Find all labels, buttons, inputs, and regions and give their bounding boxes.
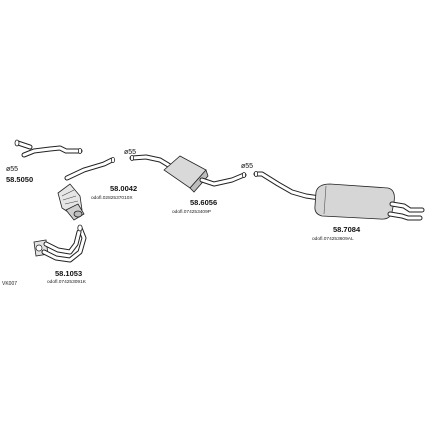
part-58-7084-diameter: ø55 — [241, 163, 253, 170]
part-58-0042-number: 58.0042 — [110, 184, 137, 193]
part-58-1053-oe-number: odofl.074253091K — [47, 279, 87, 285]
part-58-0042-oe-number: odofl.0282537010X — [91, 195, 133, 201]
part-58-6056-middle-silencer — [129, 154, 247, 193]
part-58-5050-diameter: ø55 — [6, 166, 18, 173]
part-58-5050-pipe — [14, 139, 83, 158]
part-58-7084-number: 58.7084 — [333, 225, 361, 234]
part-58-6056-number: 58.6056 — [190, 198, 217, 207]
part-58-7084-oe-number: odofl.074253609AL — [312, 236, 354, 242]
part-58-5050-number: 58.5050 — [6, 175, 33, 184]
part-58-1053-downpipe — [33, 224, 87, 263]
diagram-code: VK007 — [2, 281, 17, 287]
part-58-7084-rear-silencer — [253, 170, 425, 221]
part-58-6056-diameter: ø55 — [124, 149, 136, 156]
part-58-1053-number: 58.1053 — [55, 269, 82, 278]
part-58-6056-oe-number: odofl.074253409P — [172, 209, 211, 215]
part-58-0042-catalytic-converter — [57, 156, 116, 221]
